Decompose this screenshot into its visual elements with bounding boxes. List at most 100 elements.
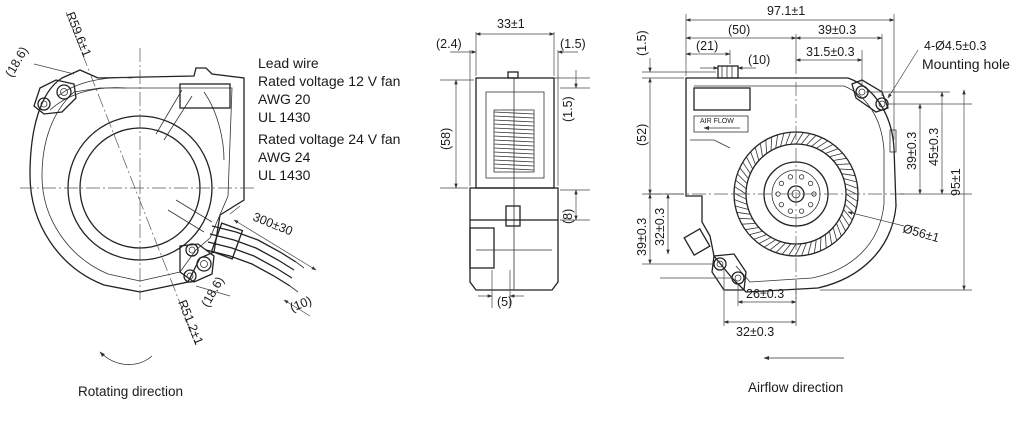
rotating-direction-caption: Rotating direction: [78, 384, 183, 399]
impeller-blade: [750, 151, 756, 165]
dim-side-top-offset: (1.5): [561, 96, 575, 122]
hub-hole: [787, 174, 794, 180]
airflow-label-text: AIR FLOW: [700, 118, 734, 125]
left-label-plate: [179, 83, 231, 109]
dim-angle-top: (18.6): [2, 44, 30, 79]
front-label-plate: [693, 87, 751, 111]
dim-side-right-gap: (1.5): [560, 37, 586, 51]
hub-hole: [807, 180, 814, 186]
impeller-blade: [825, 148, 839, 154]
dim-26: 26±0.3: [746, 287, 784, 301]
dim-overall-width: 97.1±1: [767, 4, 805, 18]
dim-impeller-dia: Ø56±1: [901, 221, 941, 245]
hub-hole: [798, 174, 805, 180]
top-connector: [717, 65, 739, 79]
front-view: AIR FLOW: [635, 4, 1010, 395]
front-wire-clip: [683, 227, 711, 257]
dim-front-top-offset: (1.5): [635, 30, 649, 56]
impeller-blade: [832, 227, 838, 241]
impeller-blade: [737, 173, 748, 184]
scroll-arc: [203, 91, 225, 161]
rotating-arrow-icon: [99, 351, 153, 365]
impeller-blade: [788, 243, 797, 256]
impeller-blade: [829, 152, 843, 158]
leader-impeller-dia: [847, 211, 905, 227]
note-ul-12v: UL 1430: [258, 109, 311, 125]
dim-31-5: 31.5±0.3: [806, 45, 855, 59]
impeller-blade: [735, 205, 749, 210]
impeller-blade: [843, 209, 853, 221]
radius-line-outer: [65, 11, 197, 345]
left-view: R59.6±1 R51.2±1 (18.6) (18.6) 300±30 (10…: [2, 10, 400, 399]
hub-hole: [787, 208, 794, 214]
wire-clip: [469, 227, 495, 269]
dim-ext: [229, 205, 241, 215]
side-rib: [889, 129, 897, 153]
left-housing-outline: [29, 67, 245, 293]
left-housing-inner: [41, 87, 233, 282]
impeller-blade: [775, 134, 779, 149]
impeller-blade: [820, 144, 834, 152]
note-awg24: AWG 24: [258, 149, 311, 165]
impeller-blade: [754, 147, 760, 161]
hole-callout: 4-Ø4.5±0.3: [924, 39, 986, 53]
impeller-blade: [775, 242, 786, 253]
impeller-blade: [753, 234, 767, 240]
impeller-blade: [816, 140, 829, 149]
impeller-blade: [841, 214, 850, 227]
airflow-direction-caption: Airflow direction: [748, 380, 843, 395]
impeller-blade: [749, 230, 763, 236]
impeller-blade: [845, 193, 858, 202]
top-nub: [507, 71, 519, 79]
scroll-arc: [57, 77, 133, 97]
impeller-blade: [800, 133, 811, 145]
impeller-blade: [758, 236, 772, 244]
impeller-blade: [838, 218, 846, 232]
impeller-blade: [801, 242, 807, 256]
hole-label: Mounting hole: [922, 56, 1010, 72]
dim-angle-bottom: (18.6): [198, 274, 226, 309]
impeller-blade: [825, 234, 827, 249]
impeller-blade: [738, 217, 753, 220]
dim-arc-top: [33, 63, 75, 75]
note-lead-wire: Lead wire: [258, 55, 319, 71]
impeller-blade: [829, 231, 833, 245]
dim-side-lower: (8): [561, 209, 575, 224]
impeller-blade: [734, 199, 748, 205]
side-view: 33±1 (2.4) (1.5) (1.5) (58) (8) (5): [436, 17, 590, 309]
dim-45: 45±0.3: [927, 128, 941, 166]
impeller-blade: [813, 239, 817, 254]
impeller-blade: [811, 137, 823, 147]
impeller-blade: [741, 223, 756, 225]
strut: [175, 199, 213, 223]
impeller-blade: [781, 243, 792, 255]
shaft-connector: [505, 205, 521, 227]
hub-hole: [778, 180, 785, 186]
dim-side-left-gap: (2.4): [436, 37, 462, 51]
mounting-tab-top-left: [33, 79, 77, 115]
impeller-blade: [795, 132, 804, 145]
side-inner-panel: [485, 91, 545, 179]
impeller-blade: [759, 143, 763, 157]
impeller-blade: [746, 156, 754, 170]
dim-32-left: 32±0.3: [653, 208, 667, 246]
dim-39-top: 39±0.3: [818, 23, 856, 37]
leader-mounting-hole: [887, 49, 919, 99]
dim-32-bottom: 32±0.3: [736, 325, 774, 339]
hub-hole: [778, 202, 785, 208]
note-ul-24v: UL 1430: [258, 167, 311, 183]
strut: [163, 95, 193, 141]
dim-side-width: 33±1: [497, 17, 525, 31]
dim-line-10: [283, 299, 311, 317]
front-housing-inner: [694, 85, 885, 283]
dim-39-left: 39±0.3: [635, 218, 649, 256]
dim-r-outer: R59.6±1: [63, 10, 94, 59]
note-24v: Rated voltage 24 V fan: [258, 131, 400, 147]
mounting-hole-top-right: [851, 79, 889, 113]
note-awg20: AWG 20: [258, 91, 311, 107]
airflow-label: [693, 115, 749, 133]
mounting-tab-bottom: [179, 243, 215, 283]
impeller-blade: [736, 211, 751, 215]
impeller-blade: [780, 133, 785, 147]
